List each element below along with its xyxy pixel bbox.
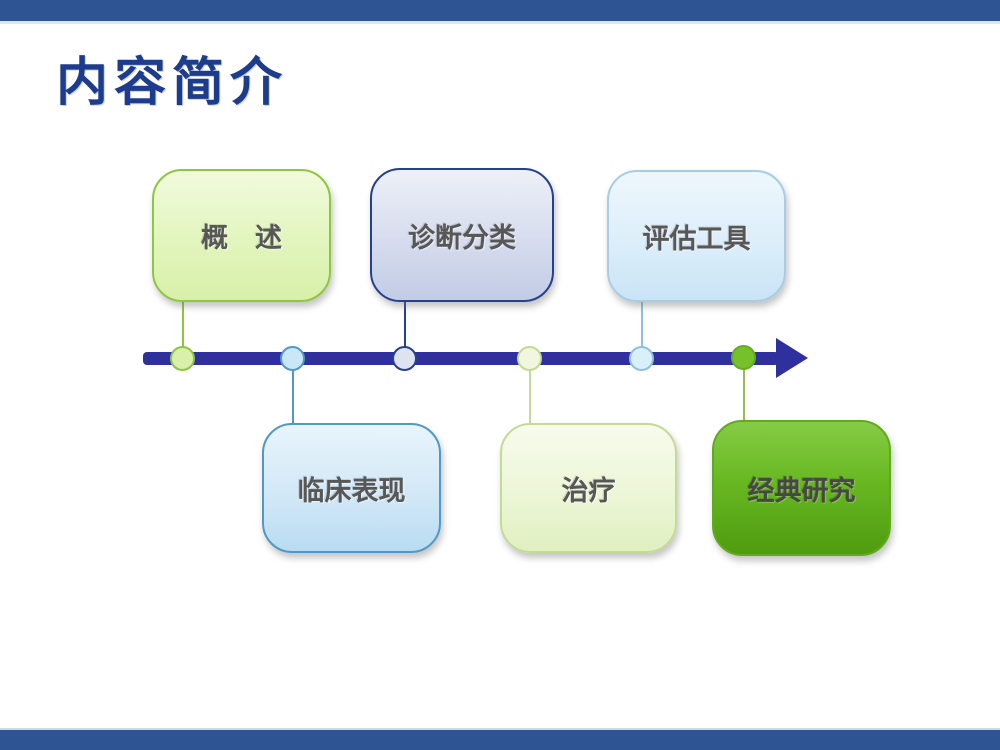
connector-treatment — [529, 358, 531, 424]
node-label-assessment: 评估工具 — [642, 223, 751, 255]
node-box-assessment: 评估工具 — [607, 170, 786, 302]
connector-overview — [182, 296, 184, 358]
timeline-line — [143, 352, 779, 365]
slide-title: 内容简介 — [56, 53, 289, 113]
timeline-arrowhead-icon — [776, 338, 808, 378]
top-accent-bar — [0, 0, 1000, 24]
node-box-clinical: 临床表现 — [262, 423, 441, 553]
timeline-dot-overview — [170, 346, 195, 371]
timeline-dot-treatment — [517, 346, 542, 371]
node-label-clinical: 临床表现 — [297, 475, 406, 507]
node-box-classic: 经典研究 — [712, 420, 891, 556]
timeline-dot-assessment — [629, 346, 654, 371]
node-box-overview: 概 述 — [152, 169, 331, 302]
timeline-dot-diagnosis — [392, 346, 417, 371]
node-label-classic: 经典研究 — [747, 475, 856, 507]
bottom-accent-bar — [0, 728, 1000, 750]
node-box-diagnosis: 诊断分类 — [370, 168, 554, 302]
node-label-overview: 概 述 — [201, 223, 282, 254]
node-label-diagnosis: 诊断分类 — [408, 222, 516, 254]
connector-diagnosis — [404, 298, 406, 358]
connector-assessment — [641, 297, 643, 358]
timeline-dot-classic — [731, 345, 756, 370]
node-label-treatment: 治疗 — [561, 475, 616, 507]
connector-clinical — [292, 358, 294, 424]
timeline-dot-clinical — [280, 346, 305, 371]
node-box-treatment: 治疗 — [500, 423, 677, 553]
connector-classic — [743, 358, 745, 420]
